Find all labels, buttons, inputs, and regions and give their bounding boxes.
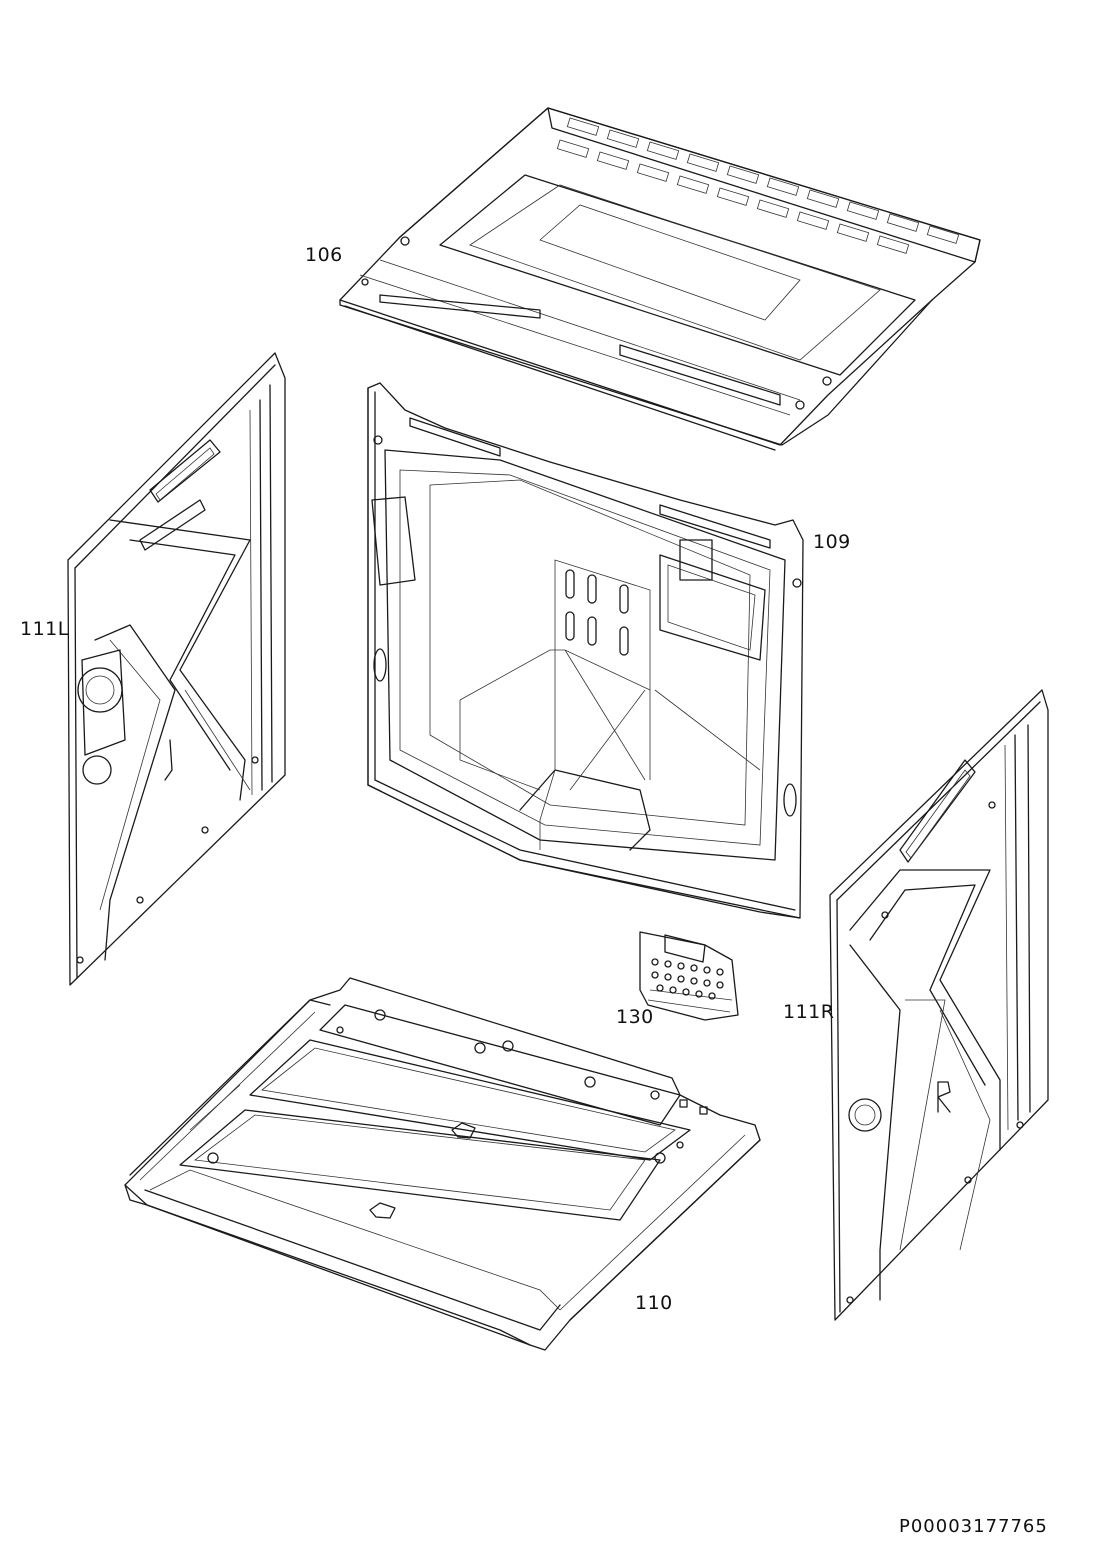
- part-111L-left-side-panel: [67, 352, 286, 986]
- part-111R-right-side-panel: [829, 689, 1049, 1321]
- part-label-130: 130: [616, 1006, 654, 1028]
- part-130-vent-plate: [639, 931, 739, 1021]
- part-106-top-panel: [339, 107, 981, 451]
- part-label-111R: 111R: [783, 1001, 835, 1023]
- drawing-reference-code: P00003177765: [899, 1516, 1048, 1537]
- part-label-110: 110: [635, 1292, 673, 1314]
- part-label-106: 106: [305, 244, 343, 266]
- part-110-bottom-panel: [124, 977, 761, 1351]
- part-label-111L: 111L: [20, 618, 69, 640]
- part-109-cavity-panel: [367, 382, 804, 919]
- part-label-109: 109: [813, 531, 851, 553]
